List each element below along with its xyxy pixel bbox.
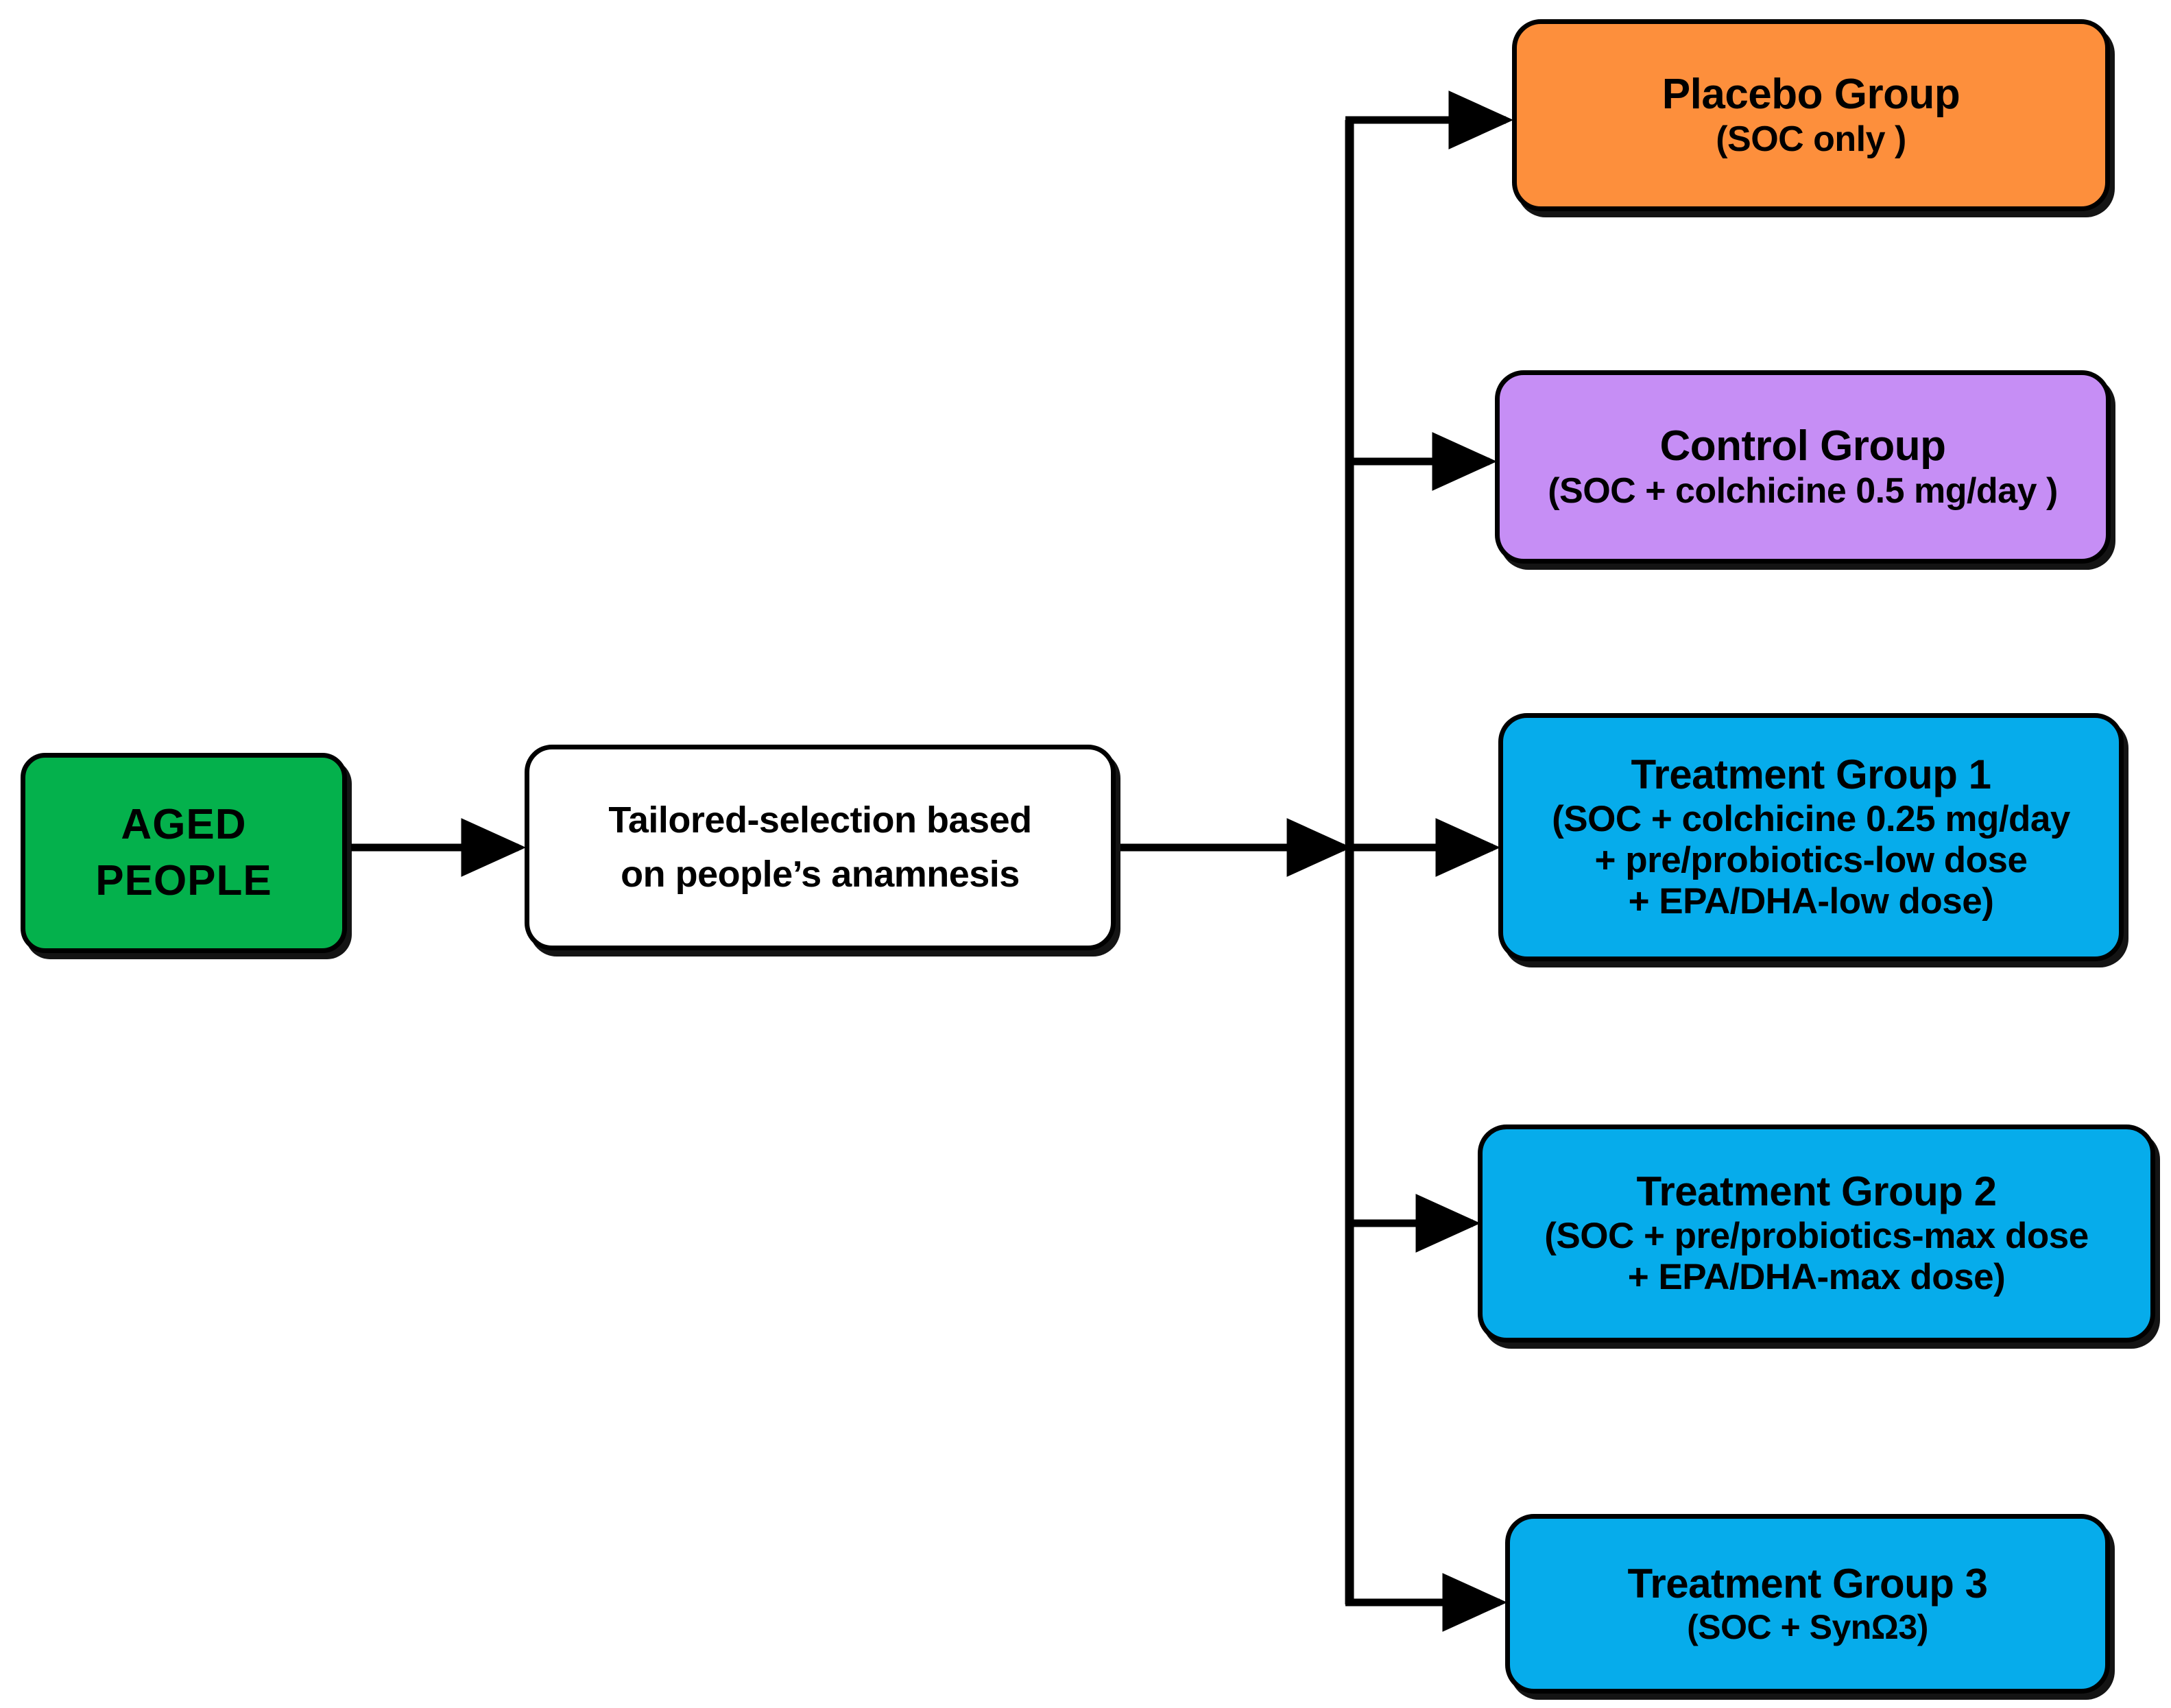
node-treatment-group-1-title: Treatment Group 1 <box>1631 751 1991 798</box>
node-treatment-group-3-subtitle: (SOC + SynΩ3) <box>1687 1607 1928 1646</box>
node-treatment-group-3-title: Treatment Group 3 <box>1627 1561 1988 1607</box>
node-control-group-subtitle: (SOC + colchicine 0.5 mg/day ) <box>1548 470 2058 511</box>
node-treatment-group-3[interactable]: Treatment Group 3 (SOC + SynΩ3) <box>1505 1514 2110 1694</box>
node-treatment-group-2-title: Treatment Group 2 <box>1636 1168 1997 1215</box>
node-control-group[interactable]: Control Group (SOC + colchicine 0.5 mg/d… <box>1495 370 2111 564</box>
node-control-group-title: Control Group <box>1659 422 1946 470</box>
node-placebo-group-title: Placebo Group <box>1662 71 1960 119</box>
node-treatment-group-1-subtitle: (SOC + colchicine 0.25 mg/day + pre/prob… <box>1552 798 2070 922</box>
node-placebo-group[interactable]: Placebo Group (SOC only ) <box>1512 19 2110 211</box>
node-placebo-group-subtitle: (SOC only ) <box>1716 119 1906 159</box>
node-treatment-group-2[interactable]: Treatment Group 2 (SOC + pre/probiotics-… <box>1478 1124 2155 1343</box>
node-treatment-group-2-subtitle: (SOC + pre/probiotics-max dose + EPA/DHA… <box>1544 1215 2089 1298</box>
node-treatment-group-1[interactable]: Treatment Group 1 (SOC + colchicine 0.25… <box>1498 713 2124 961</box>
